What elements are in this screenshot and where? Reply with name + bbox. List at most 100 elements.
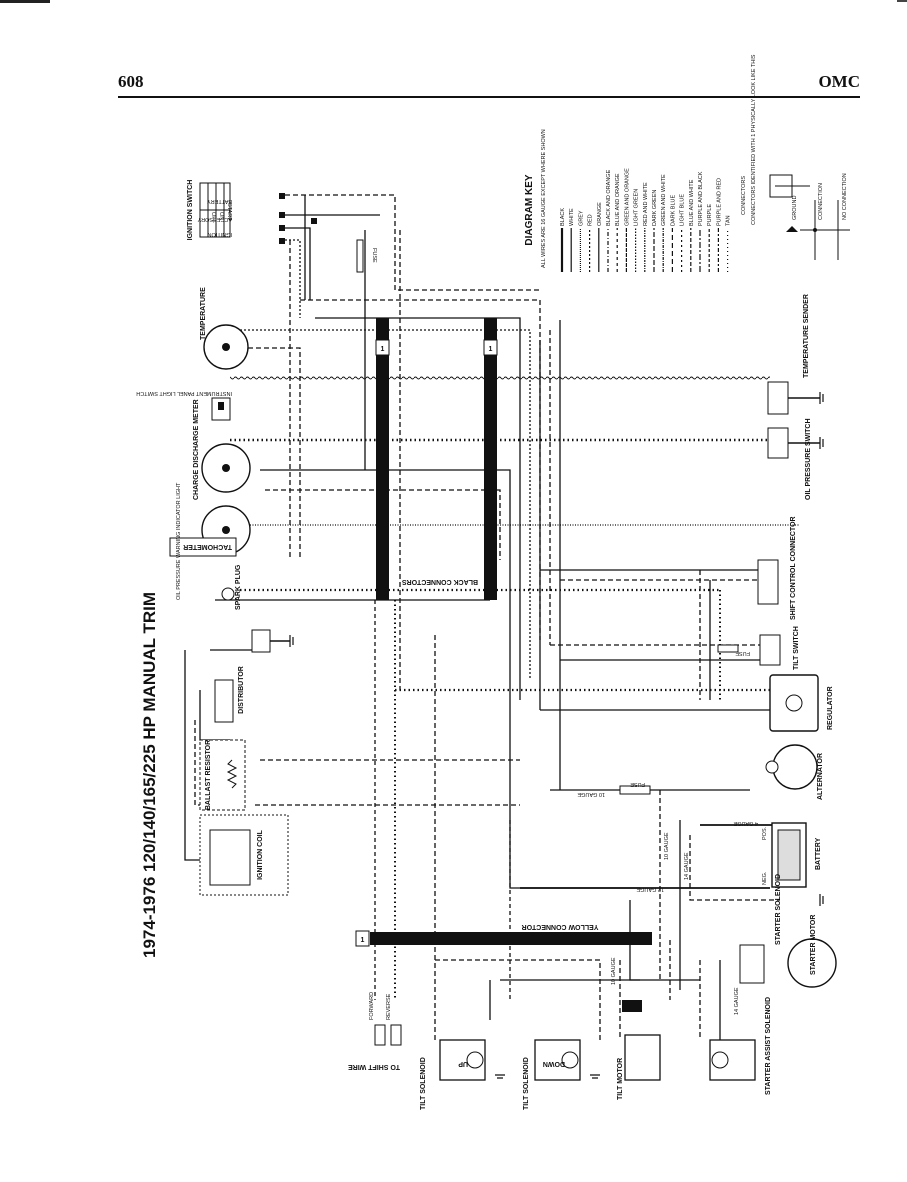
black-connector-bars: 1 1 xyxy=(375,318,498,600)
tachometer-label: TACHOMETER xyxy=(183,543,232,550)
regulator-label: REGULATOR xyxy=(827,686,834,730)
ignition-switch-label: IGNITION SWITCH xyxy=(187,180,194,241)
key-wire-label: GREY xyxy=(578,210,584,226)
up-label: UP xyxy=(458,1060,468,1067)
temperature-sender: TEMPERATURE SENDER xyxy=(767,294,820,415)
key-wire-label: GREEN AND ORANGE xyxy=(624,168,630,226)
diagram-key-note: ALL WIRES ARE 16 GAUGE EXCEPT WHERE SHOW… xyxy=(541,129,547,268)
spark-plug-label: SPARK PLUG xyxy=(235,564,242,610)
starter-assist-solenoid: STARTER ASSIST SOLENOID xyxy=(709,997,772,1095)
tilt-switch: FUSE TILT SWITCH xyxy=(717,626,800,670)
forward-terminal xyxy=(374,1024,386,1046)
tilt-solenoid-down-label: TILT SOLENOID xyxy=(523,1057,530,1110)
temperature-sender-label: TEMPERATURE SENDER xyxy=(803,294,810,378)
key-ground-label: GROUND xyxy=(792,196,798,220)
fuse-icon xyxy=(356,239,364,273)
ignition-coil-label: IGNITION COIL xyxy=(257,829,264,880)
key-wire-label: DARK GREEN xyxy=(652,190,658,226)
yellow-connector-label: YELLOW CONNECTOR xyxy=(522,923,599,930)
battery-pos-label: POS. xyxy=(762,826,768,840)
to-shift-wire-label: TO SHIFT WIRE xyxy=(348,1063,400,1070)
key-connectors-note: CONNECTORS IDENTIFIED WITH 1 PHYSICALLY … xyxy=(751,54,757,225)
key-wire-label: RED AND WHITE xyxy=(643,182,649,226)
inline-fuse-label: FUSE xyxy=(630,781,645,787)
tilt-solenoid-down: DOWN TILT SOLENOID xyxy=(523,1039,581,1110)
oil-pressure-switch: OIL PRESSURE SWITCH xyxy=(767,418,820,500)
regulator: REGULATOR xyxy=(769,674,834,732)
starter-motor-label: STARTER MOTOR xyxy=(810,915,817,975)
battery-label: BATTERY xyxy=(815,837,822,870)
charge-discharge-meter-label: CHARGE DISCHARGE METER xyxy=(193,399,200,500)
gauge-10-lower-label: 10 GAUGE xyxy=(611,957,617,985)
diagram-title: 1974-1976 120/140/165/225 HP MANUAL TRIM xyxy=(140,592,159,958)
down-label: DOWN xyxy=(543,1060,565,1067)
ground-icon xyxy=(786,226,798,232)
switch-on-label: ON xyxy=(218,212,224,220)
key-wire-label: ORANGE xyxy=(597,202,603,226)
resistor-icon xyxy=(226,759,238,789)
page-number: 608 xyxy=(118,72,144,91)
key-wire-label: LIGHT GREEN xyxy=(634,189,640,226)
forward-label: FORWARD xyxy=(369,992,375,1020)
oil-pressure-switch-icon xyxy=(767,427,789,459)
key-wire-label: WHITE xyxy=(569,208,575,226)
reverse-terminal xyxy=(390,1024,402,1046)
fuse-label: FUSE xyxy=(371,248,377,263)
scan-edge-mark xyxy=(0,0,50,3)
oil-pressure-switch-label: OIL PRESSURE SWITCH xyxy=(805,418,812,500)
starter-solenoid-label: STARTER SOLENOID xyxy=(775,874,782,945)
battery: POS. NEG. BATTERY 4 GAUGE xyxy=(733,820,822,888)
gauge-10-label: 10 GAUGE xyxy=(577,791,605,797)
key-wire-label: RED xyxy=(588,214,594,226)
reverse-label: REVERSE xyxy=(386,993,392,1020)
key-wire-label: BLUE AND ORANGE xyxy=(615,173,621,226)
switch-battery-label: BATTERY xyxy=(207,198,232,204)
starter-motor: STARTER MOTOR xyxy=(787,915,837,988)
tilt-motor: TILT MOTOR xyxy=(617,1000,661,1100)
distributor-label: DISTRIBUTOR xyxy=(238,666,245,714)
spark-plug-icon xyxy=(251,629,271,653)
shift-control-connector-label: SHIFT CONTROL CONNECTOR xyxy=(790,516,797,620)
gauge-14-vertical-label: 14 GAUGE xyxy=(684,852,690,880)
starter-motor-icon xyxy=(787,938,837,988)
key-wire-label: PURPLE xyxy=(707,204,713,226)
key-wire-label: DARK BLUE xyxy=(670,194,676,226)
shift-wires: FORWARD REVERSE TO SHIFT WIRE xyxy=(348,992,402,1070)
switch-ignition-label: IGNITION xyxy=(208,231,232,237)
starter-assist-solenoid-label: STARTER ASSIST SOLENOID xyxy=(765,997,772,1095)
starter-solenoid: STARTER SOLENOID xyxy=(739,874,782,984)
switch-accessory-label: ACCESSORY xyxy=(197,216,232,222)
key-wire-label: GREEN AND WHITE xyxy=(661,174,667,226)
gauge-4-label: 4 GAUGE xyxy=(733,820,758,826)
fuse-10-gauge: FUSE 10 GAUGE xyxy=(577,781,651,797)
tilt-solenoid-up: UP TILT SOLENOID xyxy=(420,1039,486,1110)
tilt-switch-icon xyxy=(759,634,781,666)
starter-solenoid-icon xyxy=(739,944,765,984)
warning-light-icon xyxy=(221,587,235,601)
diagram-key: DIAGRAM KEY ALL WIRES ARE 16 GAUGE EXCEP… xyxy=(524,54,850,272)
yellow-connector-bar xyxy=(370,932,652,945)
black-connector-right xyxy=(484,318,497,600)
key-wire-label: LIGHT BLUE xyxy=(680,194,686,226)
key-wire-label: TAN xyxy=(726,215,732,226)
tilt-switch-label: TILT SWITCH xyxy=(793,626,800,670)
alternator: ALTERNATOR xyxy=(765,744,824,800)
battery-neg-label: NEG. xyxy=(762,871,768,885)
gauge-10-vertical-label: 10 GAUGE xyxy=(664,832,670,860)
alternator-icon xyxy=(772,744,818,790)
fuse-icon xyxy=(619,785,651,795)
distributor-icon xyxy=(214,679,234,723)
brand-name: OMC xyxy=(818,72,860,91)
gauge-12-label: 12 GAUGE xyxy=(636,886,664,892)
alternator-label: ALTERNATOR xyxy=(817,753,824,800)
shift-control-connector: SHIFT CONTROL CONNECTOR xyxy=(757,516,797,620)
connector-number-tag: 1 xyxy=(381,346,385,353)
temperature-label: TEMPERATURE xyxy=(200,287,207,340)
shift-connector-icon xyxy=(757,559,779,605)
tilt-motor-icon xyxy=(624,1034,661,1081)
connector-number-tag: 1 xyxy=(361,937,365,944)
gauge-14-lower-label: 14 GAUGE xyxy=(734,987,740,1015)
black-connectors-label: BLACK CONNECTORS xyxy=(402,578,478,585)
tilt-solenoid-up-label: TILT SOLENOID xyxy=(420,1057,427,1110)
